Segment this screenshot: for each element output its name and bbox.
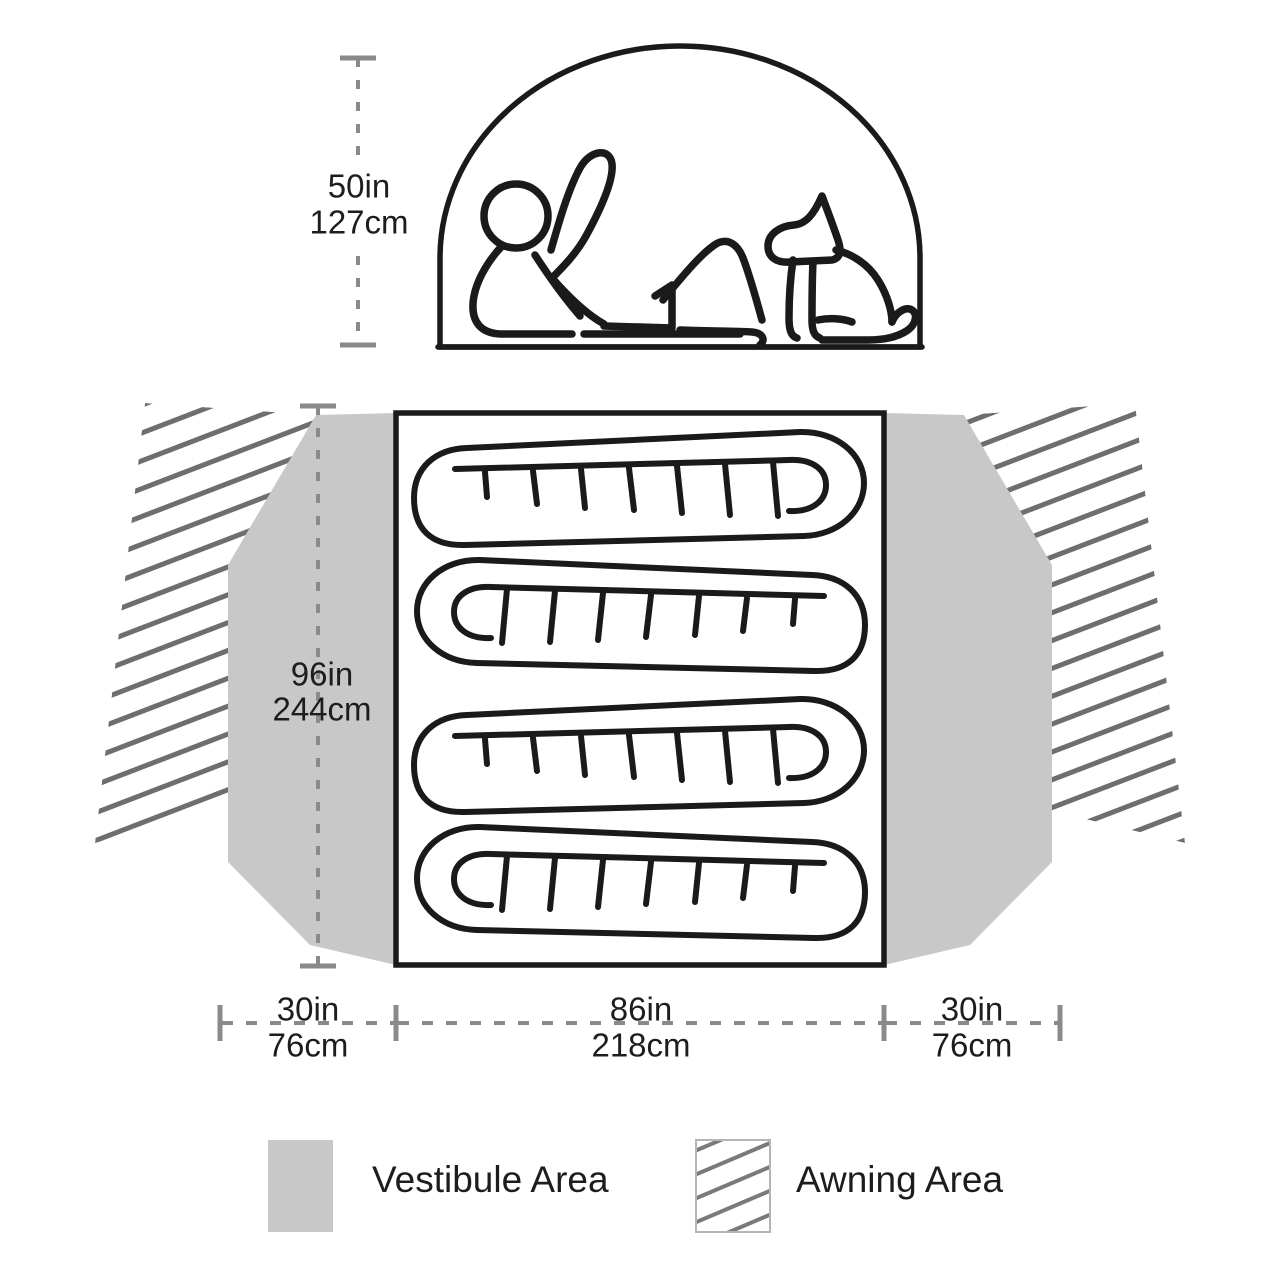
floor-width-metric: 218cm xyxy=(591,1027,690,1064)
sleeping-bag-4-baffle xyxy=(499,853,510,913)
sleeping-bag-1-baffle xyxy=(626,465,637,513)
sleeping-bag-1-outline xyxy=(411,428,867,549)
person-forearm xyxy=(531,251,584,320)
sleeping-bag-1-baffle xyxy=(770,459,781,519)
left-vestibule-width-metric: 76cm xyxy=(268,1027,349,1064)
person-knee xyxy=(600,281,676,332)
elevation-view: 50in 127cm xyxy=(296,43,925,350)
plan-view: 96in 244cm 30in 76cm 86in 218cm 30in 76c… xyxy=(95,403,1185,1064)
sleeping-bag-4-hood xyxy=(451,850,494,909)
awning-legend-label: Awning Area xyxy=(796,1159,1003,1200)
legend-item-awning: Awning Area xyxy=(695,1139,1003,1233)
person-head xyxy=(480,180,552,252)
sleeping-bag-2-baffle xyxy=(595,590,606,643)
sleeping-bag-4-baffle xyxy=(547,855,558,912)
sleeping-bag-4-baffle xyxy=(740,862,750,901)
peak-height-label-bg xyxy=(296,166,422,244)
sleeping-bag-2-baffle xyxy=(790,596,798,627)
peak-height-imperial: 50in xyxy=(328,168,390,205)
legend-item-vestibule: Vestibule Area xyxy=(268,1140,609,1232)
dimension-widths-row: 30in 76cm 86in 218cm 30in 76cm xyxy=(217,991,1063,1064)
dimension-peak-height: 50in 127cm xyxy=(296,55,422,348)
sleeping-bag-2-baffle-spine xyxy=(488,584,827,599)
sleeping-bag-2-baffle xyxy=(692,593,702,638)
dog-hind-paw xyxy=(814,314,856,326)
sleeping-bag-4-baffle xyxy=(692,860,702,905)
sleeping-bag-2-hood xyxy=(451,583,494,642)
sleeping-bag-2-baffle xyxy=(547,588,558,645)
sleeping-bag-4-outline xyxy=(414,823,868,942)
sleeping-bag-1-baffle xyxy=(722,461,733,518)
dog-haunch-tail xyxy=(818,305,920,344)
tent-floor-rectangle xyxy=(393,410,887,968)
left-vestibule-area xyxy=(228,413,396,965)
sleeping-bag-1-baffle xyxy=(578,466,588,511)
sleeping-bag-3-baffle xyxy=(578,733,588,778)
vestibule-legend-label: Vestibule Area xyxy=(372,1159,609,1200)
right-vestibule-width-metric: 76cm xyxy=(932,1027,1013,1064)
sleeping-bag-1-baffle xyxy=(530,468,540,507)
peak-height-metric: 127cm xyxy=(309,204,408,241)
sleeping-bag-2-baffle xyxy=(643,592,654,640)
sleeping-bags-group xyxy=(411,428,868,942)
left-vestibule-width-imperial: 30in xyxy=(277,991,339,1028)
reclining-person-figure xyxy=(469,149,767,349)
sleeping-bag-3-baffle xyxy=(626,732,637,780)
sleeping-bag-2-baffle xyxy=(740,595,750,634)
sleeping-bag-1-baffle xyxy=(674,463,685,516)
sleeping-bag-4-baffle xyxy=(790,863,798,894)
sleeping-bag-3-baffle xyxy=(530,735,540,774)
dog-front-leg xyxy=(785,256,801,342)
sleeping-bag-4-baffle xyxy=(643,859,654,907)
dimension-floor-depth: 96in 244cm xyxy=(272,403,372,969)
sleeping-bag-1-baffle-spine xyxy=(452,457,792,472)
vestibule-swatch xyxy=(268,1140,333,1232)
sitting-dog-figure xyxy=(764,192,920,344)
floor-width-imperial: 86in xyxy=(610,991,672,1028)
right-vestibule-area xyxy=(884,413,1052,965)
sleeping-bag-3-outline xyxy=(411,695,867,816)
sleeping-bag-3 xyxy=(411,695,867,816)
sleeping-bag-3-hood xyxy=(786,723,829,782)
sleeping-bag-1-baffle xyxy=(482,469,490,500)
sleeping-bag-2-outline xyxy=(414,556,868,675)
sleeping-bag-4 xyxy=(414,823,868,942)
sleeping-bag-3-baffle xyxy=(722,728,733,785)
awning-swatch xyxy=(695,1139,771,1233)
person-leg-raised xyxy=(659,237,766,324)
sleeping-bag-3-baffle xyxy=(770,726,781,786)
dog-back xyxy=(832,246,896,326)
sleeping-bag-3-baffle xyxy=(482,736,490,767)
sleeping-bag-2 xyxy=(414,556,868,675)
person-arm xyxy=(547,149,616,282)
sleeping-bag-4-baffle-spine xyxy=(488,851,827,866)
sleeping-bag-3-baffle-spine xyxy=(452,724,792,739)
person-torso xyxy=(469,242,576,338)
dog-front-leg-2 xyxy=(808,258,824,342)
sleeping-bag-3-baffle xyxy=(674,730,685,783)
floor-depth-imperial: 96in xyxy=(291,656,353,693)
right-vestibule-width-imperial: 30in xyxy=(941,991,1003,1028)
floor-depth-metric: 244cm xyxy=(272,691,371,728)
sleeping-bag-1-hood xyxy=(786,456,829,515)
dog-head xyxy=(764,192,844,266)
sleeping-bag-4-baffle xyxy=(595,857,606,910)
sleeping-bag-2-baffle xyxy=(499,586,510,646)
tent-dome-outline xyxy=(437,43,923,350)
legend: Vestibule Area Awning Area xyxy=(268,1139,1003,1233)
sleeping-bag-1 xyxy=(411,428,867,549)
